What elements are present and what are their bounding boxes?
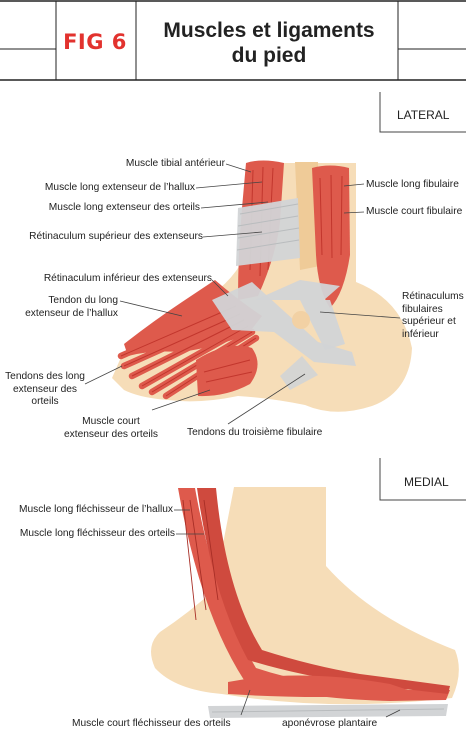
label-long-flechisseur-orteils: Muscle long fléchisseur des orteils — [20, 528, 175, 541]
medial-foot — [151, 487, 459, 718]
label-long-fibulaire: Muscle long fibulaire — [366, 179, 459, 192]
label-tendons-long-extenseur-orteils: Tendons des long extenseur des orteils — [2, 371, 88, 409]
label-tendons-troisieme-fibulaire: Tendons du troisième fibulaire — [187, 427, 322, 440]
label-line: supérieur et — [402, 316, 464, 329]
label-line: inférieur — [402, 329, 464, 342]
lateral-view-label: LATERAL — [397, 108, 449, 122]
label-court-fibulaire: Muscle court fibulaire — [366, 206, 462, 219]
label-long-extenseur-hallux: Muscle long extenseur de l’hallux — [45, 182, 195, 195]
label-line: orteils — [2, 396, 88, 409]
label-aponevrose-plantaire: aponévrose plantaire — [282, 718, 377, 731]
label-long-extenseur-orteils: Muscle long extenseur des orteils — [49, 202, 200, 215]
label-retinaculums-fibulaires: Rétinaculums fibulaires supérieur et inf… — [402, 291, 464, 341]
label-line: Tendons des long — [2, 371, 88, 384]
label-line: Muscle court — [58, 416, 164, 429]
label-tibial-anterieur: Muscle tibial antérieur — [126, 158, 225, 171]
label-line: fibulaires — [402, 304, 464, 317]
label-court-flechisseur: Muscle court fléchisseur des orteils — [72, 718, 231, 731]
label-line: Rétinaculums — [402, 291, 464, 304]
label-line: extenseur des orteils — [58, 429, 164, 442]
label-retinaculum-inferieur: Rétinaculum inférieur des extenseurs — [44, 273, 212, 286]
lateral-foot — [112, 161, 412, 412]
label-line: Tendon du long — [25, 295, 118, 308]
label-muscle-court-extenseur: Muscle court extenseur des orteils — [58, 416, 164, 441]
label-tendon-long-extenseur-hallux: Tendon du long extenseur de l’hallux — [25, 295, 118, 320]
label-long-flechisseur-hallux: Muscle long fléchisseur de l’hallux — [19, 504, 173, 517]
label-retinaculum-superieur: Rétinaculum supérieur des extenseurs — [29, 231, 203, 244]
superior-extensor-retinaculum — [236, 198, 300, 266]
lateral-malleolus — [292, 311, 310, 329]
label-line: extenseur des — [2, 384, 88, 397]
label-line: extenseur de l’hallux — [25, 308, 118, 321]
medial-view-label: MEDIAL — [404, 475, 449, 489]
